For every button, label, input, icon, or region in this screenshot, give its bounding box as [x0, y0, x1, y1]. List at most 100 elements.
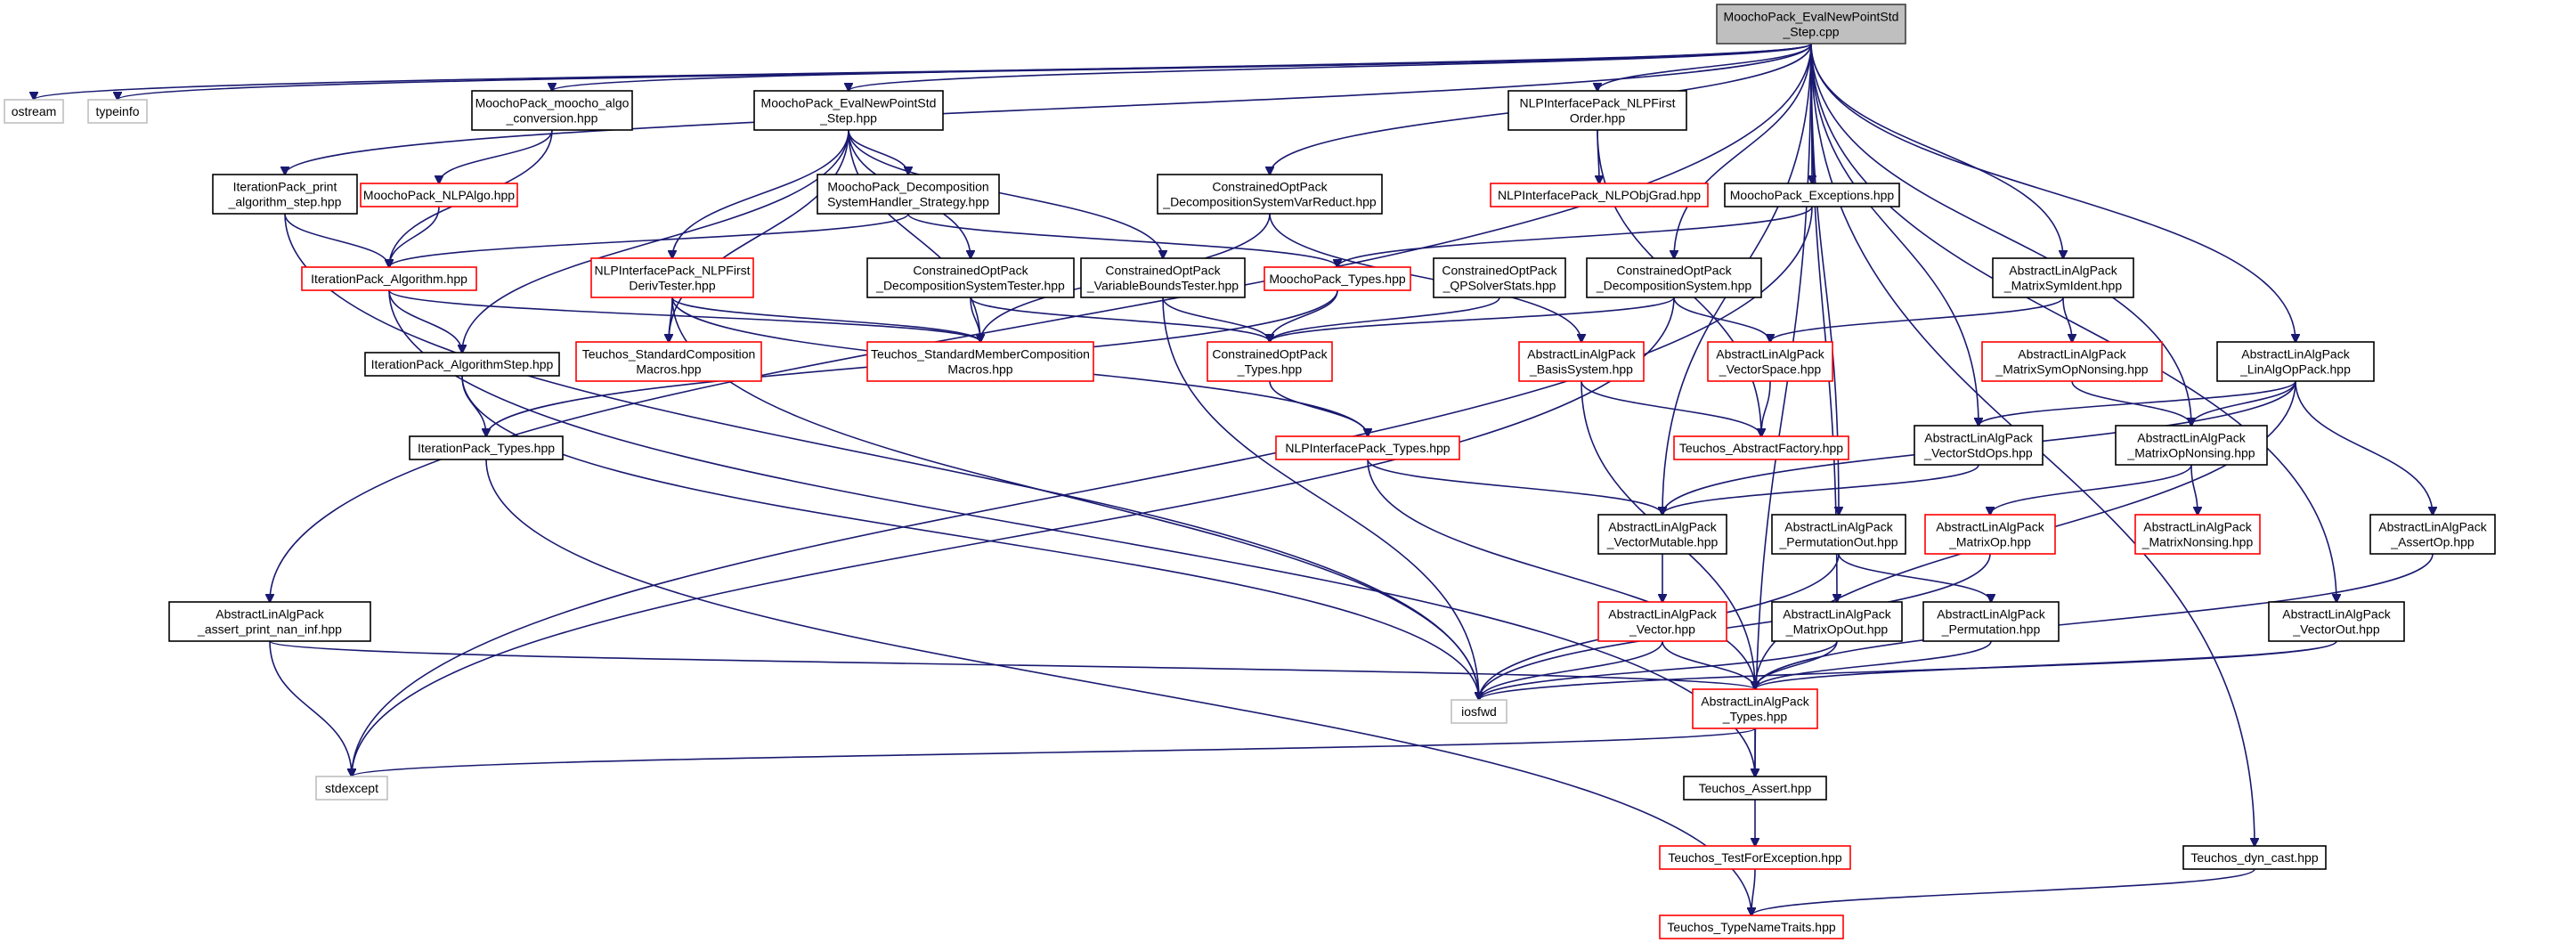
node-box [1207, 341, 1333, 382]
node-ala-matrixsymident[interactable]: AbstractLinAlgPack_MatrixSymIdent.hpp [1992, 257, 2134, 298]
node-label: MoochoPack_NLPAlgo.hpp [363, 188, 515, 202]
node-label: ConstrainedOptPack [1105, 264, 1221, 278]
node-label: _DecompositionSystemVarReduct.hpp [1162, 195, 1377, 209]
node-ala-assertop[interactable]: AbstractLinAlgPack_AssertOp.hpp [2369, 514, 2496, 555]
node-cop-varreduct[interactable]: ConstrainedOptPack_DecompositionSystemVa… [1157, 174, 1383, 215]
node-box [1771, 601, 1903, 642]
node-box [1683, 776, 1827, 801]
edge-alop_linalgop-to-ala_vectorstdops [1979, 380, 2296, 426]
node-teuchos-abstractfactory[interactable]: Teuchos_AbstractFactory.hpp [1673, 435, 1849, 460]
edge-ala_assertop-to-ala_types [1755, 553, 2434, 689]
node-iter-algorithm[interactable]: IterationPack_Algorithm.hpp [301, 266, 477, 291]
edge-ala_matrixop-to-iosfwd [1479, 553, 1991, 700]
node-ala-basissystem[interactable]: AbstractLinAlgPack_BasisSystem.hpp [1518, 341, 1645, 382]
node-ala-vector[interactable]: AbstractLinAlgPack_Vector.hpp [1597, 601, 1727, 642]
node-label: Macros.hpp [636, 362, 701, 377]
edge-ala_matrixopout-to-iosfwd [1479, 640, 1838, 700]
node-moocho-types[interactable]: MoochoPack_Types.hpp [1264, 266, 1411, 291]
node-root[interactable]: MoochoPack_EvalNewPointStd_Step.cpp [1716, 4, 1906, 45]
node-teuchos-testforexception[interactable]: Teuchos_TestForException.hpp [1659, 845, 1851, 870]
node-iter-algstep[interactable]: IterationPack_AlgorithmStep.hpp [364, 352, 560, 377]
node-label: _MatrixSymIdent.hpp [2003, 279, 2122, 293]
node-label: IterationPack_AlgorithmStep.hpp [371, 357, 554, 371]
edge-eval_hpp-to-iter_algstep [462, 129, 849, 353]
node-ala-vectormutable[interactable]: AbstractLinAlgPack_VectorMutable.hpp [1597, 514, 1727, 555]
node-nlpalgo[interactable]: MoochoPack_NLPAlgo.hpp [360, 183, 518, 207]
node-ala-matrixop[interactable]: AbstractLinAlgPack_MatrixOp.hpp [1924, 514, 2056, 555]
edge-root-to-teuchos_assert [1755, 43, 1812, 776]
node-alop-linalgop[interactable]: AbstractLinAlgPack_LinAlgOpPack.hpp [2216, 341, 2375, 382]
node-cop-decomptester[interactable]: ConstrainedOptPack_DecompositionSystemTe… [866, 257, 1075, 298]
node-ala-permutation[interactable]: AbstractLinAlgPack_Permutation.hpp [1922, 601, 2060, 642]
node-moocho-algo[interactable]: MoochoPack_moocho_algo_conversion.hpp [471, 90, 633, 131]
edge-eval_hpp-to-decomp_handler [848, 129, 908, 175]
node-box [1659, 915, 1844, 939]
node-box [315, 776, 388, 801]
node-box [1673, 435, 1849, 460]
node-decomp-handler[interactable]: MoochoPack_DecompositionSystemHandler_St… [817, 174, 1000, 215]
edge-iter_print-to-iosfwd [284, 213, 1479, 700]
node-label: AbstractLinAlgPack [1701, 695, 1809, 709]
node-nlpi-types[interactable]: NLPInterfacePack_Types.hpp [1275, 435, 1460, 460]
edge-cop_decompsys-to-cop_types [1270, 297, 1675, 342]
node-ala-vectorstdops[interactable]: AbstractLinAlgPack_VectorStdOps.hpp [1914, 425, 2044, 466]
node-eval-hpp[interactable]: MoochoPack_EvalNewPointStd_Step.hpp [753, 90, 944, 131]
node-ala-matrixopout[interactable]: AbstractLinAlgPack_MatrixOpOut.hpp [1771, 601, 1903, 642]
edge-root-to-ala_assertprint [270, 43, 1812, 602]
node-ala-vectorspace[interactable]: AbstractLinAlgPack_VectorSpace.hpp [1707, 341, 1833, 382]
node-teuchos-stdmember[interactable]: Teuchos_StandardMemberCompositionMacros.… [866, 341, 1094, 382]
node-label: _VariableBoundsTester.hpp [1086, 279, 1239, 293]
node-iter-types[interactable]: IterationPack_Types.hpp [409, 435, 564, 460]
node-label: Macros.hpp [947, 362, 1012, 377]
edge-decomp_handler-to-moocho_types [907, 213, 1337, 267]
edge-ala_permutation-to-ala_types [1755, 640, 1992, 689]
edge-cop_types-to-nlpi_types [1269, 380, 1368, 436]
node-teuchos-assert[interactable]: Teuchos_Assert.hpp [1683, 776, 1827, 801]
edge-root-to-ala_vectorout [1810, 43, 2336, 602]
node-label: AbstractLinAlgPack [1784, 520, 1893, 534]
node-stdexcept[interactable]: stdexcept [315, 776, 388, 801]
node-nlpobjgrad[interactable]: NLPInterfacePack_NLPObjGrad.hpp [1490, 183, 1709, 207]
node-label: MoochoPack_Exceptions.hpp [1730, 188, 1895, 202]
node-teuchos-dyncast[interactable]: Teuchos_dyn_cast.hpp [2182, 845, 2327, 870]
edge-alop_linalgop-to-ala_assertop [2295, 380, 2433, 515]
node-cop-types[interactable]: ConstrainedOptPack_Types.hpp [1207, 341, 1333, 382]
header-nodes: MoochoPack_EvalNewPointStd_Step.cppostre… [4, 4, 2496, 939]
node-teuchos-typenametraits[interactable]: Teuchos_TypeNameTraits.hpp [1659, 915, 1844, 939]
node-box [1716, 4, 1906, 45]
node-label: IterationPack_print [233, 180, 337, 194]
node-cop-varbounds[interactable]: ConstrainedOptPack_VariableBoundsTester.… [1080, 257, 1246, 298]
node-label: Teuchos_AbstractFactory.hpp [1679, 441, 1843, 455]
node-ala-vectorout[interactable]: AbstractLinAlgPack_VectorOut.hpp [2268, 601, 2405, 642]
edge-ala_matrixopnonsing-to-ala_matrixnonsing [2190, 464, 2198, 515]
edge-iter_print-to-iter_algorithm [284, 213, 389, 267]
edge-iter_algorithm-to-teuchos_stdmember [388, 289, 980, 342]
node-box [2268, 601, 2405, 642]
node-cop-decompsys[interactable]: ConstrainedOptPack_DecompositionSystem.h… [1586, 257, 1762, 298]
node-typeinfo[interactable]: typeinfo [87, 99, 148, 124]
node-box [1724, 183, 1900, 207]
edge-root-to-ala_matrixopout [1810, 43, 1837, 602]
edge-eval_hpp-to-cop_varbounds [848, 129, 1163, 258]
node-iter-print[interactable]: IterationPack_print_algorithm_step.hpp [212, 174, 358, 215]
node-label: MoochoPack_EvalNewPointStd [1724, 10, 1899, 24]
node-box [1924, 514, 2056, 555]
node-iosfwd[interactable]: iosfwd [1451, 699, 1507, 724]
node-ala-assertprint[interactable]: AbstractLinAlgPack_assert_print_nan_inf.… [168, 601, 371, 642]
node-box [1275, 435, 1460, 460]
node-ala-matsymopnonsing[interactable]: AbstractLinAlgPack_MatrixSymOpNonsing.hp… [1981, 341, 2163, 382]
edge-iter_algstep-to-iosfwd [461, 375, 1479, 700]
node-ala-types[interactable]: AbstractLinAlgPack_Types.hpp [1692, 688, 1818, 729]
node-moocho-exceptions[interactable]: MoochoPack_Exceptions.hpp [1724, 183, 1900, 207]
node-ala-matrixnonsing[interactable]: AbstractLinAlgPack_MatrixNonsing.hpp [2134, 514, 2261, 555]
node-ala-permutationout[interactable]: AbstractLinAlgPack_PermutationOut.hpp [1771, 514, 1906, 555]
node-ostream[interactable]: ostream [4, 99, 64, 124]
node-label: _Permutation.hpp [1941, 622, 2041, 637]
node-ala-matrixopnonsing[interactable]: AbstractLinAlgPack_MatrixOpNonsing.hpp [2115, 425, 2268, 466]
edge-ala_matrixsymident-to-ala_matsymopnonsing [2062, 297, 2072, 342]
node-label: ConstrainedOptPack [1212, 180, 1328, 194]
node-cop-qpsolverstats[interactable]: ConstrainedOptPack_QPSolverStats.hpp [1433, 257, 1566, 298]
